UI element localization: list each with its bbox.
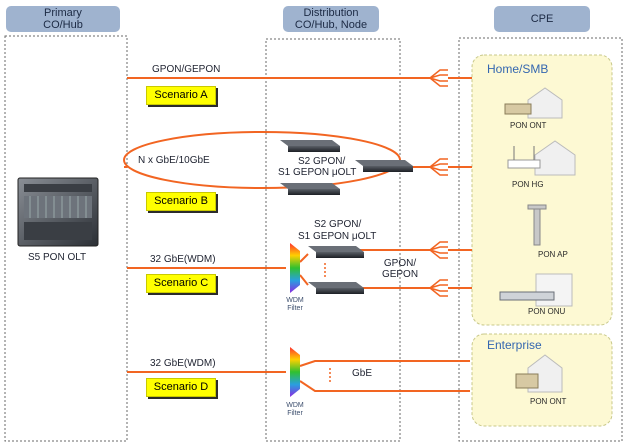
splitter-icon: [429, 69, 448, 87]
cpe-header-label: CPE: [530, 13, 554, 25]
uolt-b3-icon: [280, 183, 340, 195]
uolt-b1-icon: [280, 140, 340, 152]
pon-onu-label: PON ONU: [528, 307, 566, 316]
pon-onu-icon: [499, 273, 573, 307]
primary-header: Primary CO/Hub: [6, 6, 120, 32]
uolt-c-label-line1: S2 GPON/: [314, 219, 362, 230]
link-wdm-to-uolt-c2: [299, 274, 309, 286]
uolt-c-label-line2: S1 GEPON μOLT: [298, 231, 377, 242]
cpe-header: CPE: [494, 6, 590, 32]
olt-label: S5 PON OLT: [28, 252, 87, 263]
wdm-d-caption: WDM Filter: [282, 402, 308, 418]
olt-chassis-icon: [17, 177, 99, 247]
distribution-header-line1: Distribution: [303, 7, 359, 19]
wdm-c-caption-line2: Filter: [287, 305, 303, 312]
primary-header-line2: CO/Hub: [43, 19, 83, 31]
uolt-c1-icon: [308, 246, 364, 258]
home-smb-area: [471, 54, 613, 326]
link-wdm-to-uolt-c1: [299, 253, 309, 263]
link-wdm-d-upper: [299, 360, 470, 367]
uolt-c2-icon: [308, 282, 364, 294]
uolt-b-label-line2: S1 GEPON μOLT: [278, 167, 357, 178]
pon-ont-icon: [504, 87, 563, 119]
enterprise-ont-icon: [515, 354, 563, 393]
uolt-b2-icon: [355, 160, 413, 172]
wdm-c-caption: WDM Filter: [282, 297, 308, 313]
link-wdm-d-lower: [299, 380, 470, 392]
scenario-c-tag: Scenario C: [146, 274, 216, 293]
link-label-gbe: GbE: [352, 368, 373, 379]
pon-ap-icon: [527, 204, 547, 246]
link-label-b: N x GbE/10GbE: [138, 155, 210, 166]
scenario-d-tag: Scenario D: [146, 378, 216, 397]
enterprise-ont-label: PON ONT: [530, 397, 567, 406]
link-label-c: 32 GbE(WDM): [150, 254, 216, 265]
pon-hg-label: PON HG: [512, 180, 544, 189]
primary-column-box: [4, 35, 128, 442]
link-label-a: GPON/GEPON: [152, 64, 221, 75]
pon-ont-label: PON ONT: [510, 121, 547, 130]
splitter-icon: [429, 158, 448, 176]
distribution-header-line2: CO/Hub, Node: [294, 19, 368, 31]
home-smb-title: Home/SMB: [487, 62, 549, 76]
enterprise-title: Enterprise: [487, 338, 542, 352]
cpe-column-box: [458, 37, 623, 442]
wdm-d-caption-line1: WDM: [286, 402, 304, 409]
link-label-d: 32 GbE(WDM): [150, 358, 216, 369]
pon-ap-label: PON AP: [538, 250, 568, 259]
splitter-icon: [429, 279, 448, 297]
wdm-filter-c-icon: [290, 243, 300, 293]
scenario-a-tag: Scenario A: [146, 86, 216, 105]
distribution-header: Distribution CO/Hub, Node: [283, 6, 379, 32]
wdm-filter-d-icon: [290, 347, 300, 397]
primary-header-line1: Primary: [44, 7, 82, 19]
link-label-gpon-gepon: GPON/ GEPON: [381, 258, 419, 280]
scenario-b-tag: Scenario B: [146, 192, 216, 211]
uolt-b-label: S2 GPON/: [298, 156, 345, 167]
splitter-icon: [429, 241, 448, 259]
uolt-b-label-line1: S2 GPON/: [298, 156, 346, 167]
wdm-d-caption-line2: Filter: [287, 410, 303, 417]
wdm-c-caption-line1: WDM: [286, 297, 304, 304]
pon-hg-icon: [507, 140, 576, 176]
